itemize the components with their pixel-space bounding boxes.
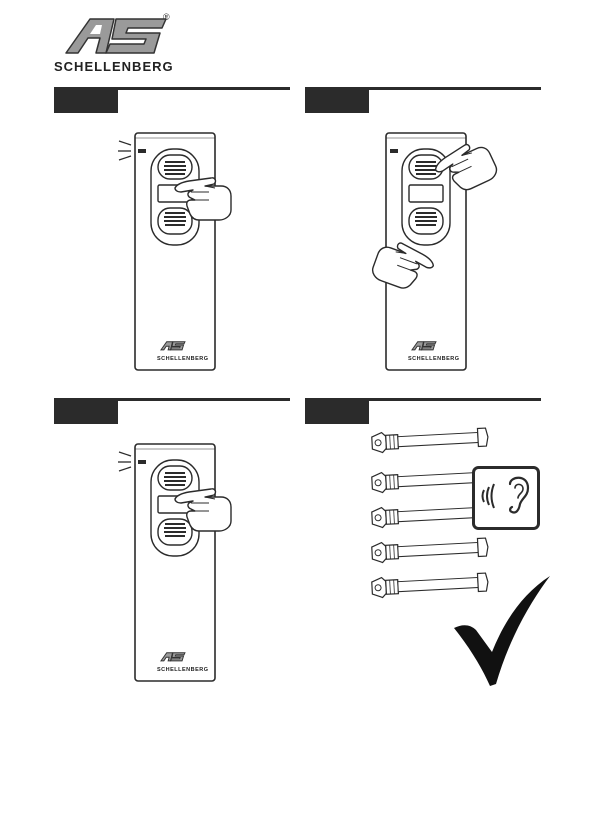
- step-3-remote-brand: SCHELLENBERG: [157, 667, 209, 673]
- tubular-motor-icon: [370, 428, 492, 452]
- led-icon: [390, 149, 404, 157]
- step-2-rule: [369, 87, 541, 90]
- step-2-tab: [305, 87, 369, 113]
- brand-name: SCHELLENBERG: [54, 59, 172, 74]
- pointing-hand-icon: [428, 118, 498, 193]
- step-1-tab: [54, 87, 118, 113]
- pointing-hand-icon: [170, 148, 240, 223]
- ear-sound-icon: [472, 466, 540, 530]
- step-3-rule: [118, 398, 290, 401]
- pointing-hand-icon: [370, 216, 440, 291]
- registered-mark: ®: [163, 12, 170, 22]
- pointing-hand-icon: [170, 459, 240, 534]
- step-3-tab: [54, 398, 118, 424]
- led-blink-icon: [112, 138, 152, 168]
- schellenberg-logo-icon: [62, 16, 172, 56]
- step-3-header: [54, 398, 290, 424]
- checkmark-icon: [452, 576, 552, 686]
- step-2-remote-brand: SCHELLENBERG: [408, 356, 460, 362]
- step-1-rule: [118, 87, 290, 90]
- step-1-remote-brand: SCHELLENBERG: [157, 356, 209, 362]
- step-2-header: [305, 87, 541, 113]
- led-blink-icon: [112, 449, 152, 479]
- step-1-header: [54, 87, 290, 113]
- step-4-header: [305, 398, 541, 424]
- tubular-motor-icon: [370, 538, 492, 562]
- step-4-tab: [305, 398, 369, 424]
- step-4-rule: [369, 398, 541, 401]
